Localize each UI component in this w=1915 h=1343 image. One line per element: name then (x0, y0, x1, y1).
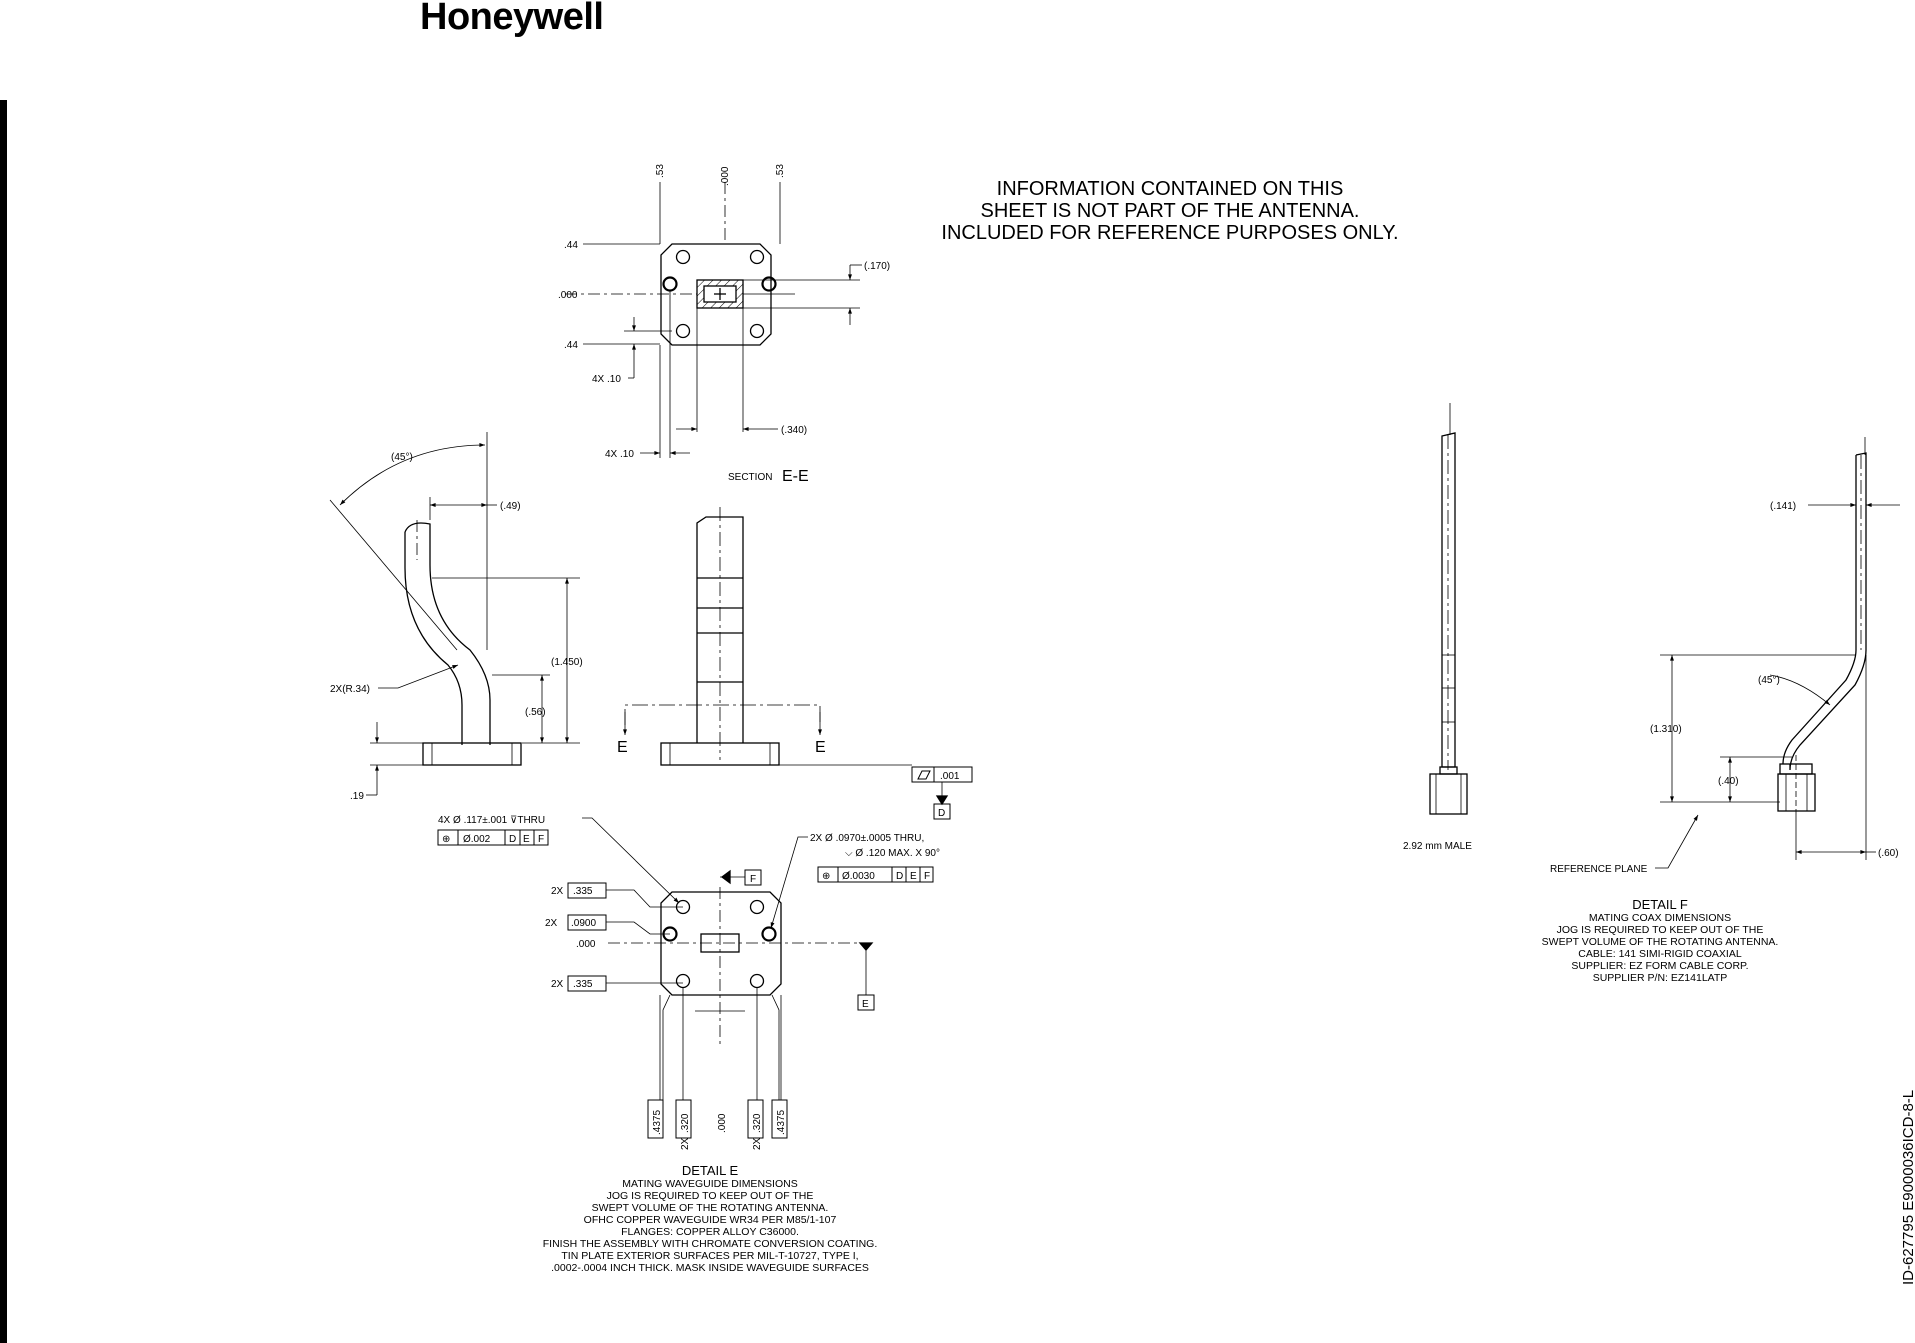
y-dim-value: .335 (573, 979, 593, 990)
x-dim-value: .320 (752, 1113, 763, 1133)
fcf-datum: F (924, 871, 930, 882)
flatness-value: .001 (940, 771, 960, 782)
notice-line: SHEET IS NOT PART OF THE ANTENNA. (980, 200, 1360, 222)
y-dim-mult: 2X (551, 979, 564, 990)
fcf-datum: E (523, 834, 530, 845)
coax-bent-view (1655, 437, 1900, 869)
detail-e-note: MATING WAVEGUIDE DIMENSIONS (622, 1178, 798, 1190)
dim-height-1450: (1.450) (551, 657, 583, 668)
connector-label: 2.92 mm MALE (1403, 841, 1472, 852)
dim-left-bottom: .44 (564, 340, 578, 351)
dim-dia-141: (.141) (1770, 501, 1796, 512)
section-label-big: E-E (782, 468, 809, 485)
y-dim-value: .335 (573, 886, 593, 897)
detail-f-title: DETAIL F (1632, 897, 1688, 912)
dim-offset-60: (.60) (1878, 848, 1899, 859)
section-ee-view (565, 182, 862, 458)
dim-angle-45: (45°) (391, 452, 413, 463)
datum-e: E (862, 999, 869, 1010)
detail-f-note: JOG IS REQUIRED TO KEEP OUT OF THE (1556, 924, 1764, 936)
detail-e-note: OFHC COPPER WAVEGUIDE WR34 PER M85/1-107 (583, 1214, 837, 1226)
x-dim-value: .4375 (652, 1110, 663, 1135)
dim-offset-49: (.49) (500, 501, 521, 512)
honeywell-logo: Honeywell (420, 0, 604, 38)
drawing-id: ID-627795 E9000036ICD-8-L (1900, 1089, 1915, 1285)
dim-hole-y: 4X .10 (592, 374, 621, 385)
detail-e-note: .0002-.0004 INCH THICK. MASK INSIDE WAVE… (551, 1262, 869, 1274)
detail-f-note: SUPPLIER P/N: EZ141LATP (1592, 972, 1728, 984)
y-dim-mult: 2X (545, 918, 558, 929)
dim-top-center: .000 (720, 166, 731, 186)
sheet-border (0, 100, 7, 1343)
detail-e-caption: DETAIL E MATING WAVEGUIDE DIMENSIONS JOG… (530, 1163, 890, 1274)
fcf-symbol: ⊕ (822, 871, 830, 882)
dim-340: (.340) (781, 425, 807, 436)
detail-e-note: TIN PLATE EXTERIOR SURFACES PER MIL-T-10… (561, 1250, 859, 1262)
y-dim-value: .0900 (571, 918, 596, 929)
detail-f-note: CABLE: 141 SIMI-RIGID COAXIAL (1578, 948, 1742, 960)
fcf-datum: F (538, 834, 544, 845)
dim-170: (.170) (864, 261, 890, 272)
detail-e-dimensions: 4X Ø .117±.001 ⊽THRU ⊕ Ø.002 D E F 2X Ø … (438, 815, 940, 1150)
dim-lower-56: (.56) (525, 707, 546, 718)
detail-f-caption: DETAIL F MATING COAX DIMENSIONS JOG IS R… (1520, 897, 1800, 984)
detail-e-note: SWEPT VOLUME OF THE ROTATING ANTENNA. (591, 1202, 829, 1214)
x-dim-mult: 2X (752, 1137, 763, 1150)
side-view-dimensions: (45°) (.49) (1.450) 2X(R.34) (.56) .19 (330, 452, 583, 802)
dim-lower-40: (.40) (1718, 776, 1739, 787)
dim-top-left: .53 (655, 164, 666, 178)
dim-left-top: .44 (564, 240, 578, 251)
reference-plane-label: REFERENCE PLANE (1550, 864, 1648, 875)
fcf-datum: D (896, 871, 903, 882)
detail-f-note: MATING COAX DIMENSIONS (1588, 912, 1732, 924)
fcf-tolerance: Ø.0030 (842, 871, 875, 882)
dim-height-1310: (1.310) (1650, 724, 1682, 735)
section-ee-dimensions: .53 .000 .53 .44 .000 .44 4X .10 4X .10 … (558, 164, 890, 485)
dim-top-right: .53 (775, 164, 786, 178)
cut-label-left: E (617, 739, 628, 756)
x-dim-value: .4375 (776, 1110, 787, 1135)
detail-e-note: FLANGES: COPPER ALLOY C36000. (621, 1226, 799, 1238)
detail-e-title: DETAIL E (681, 1163, 739, 1178)
fcf-symbol: ⊕ (442, 834, 450, 845)
detail-e-view (437, 817, 934, 1139)
x-dim-value: .000 (717, 1113, 728, 1133)
dim-angle-45: (45°) (1758, 675, 1780, 686)
waveguide-side-view (329, 432, 580, 796)
x-dim-mult: 2X (680, 1137, 691, 1150)
fcf-datum: E (910, 871, 917, 882)
detail-e-note: JOG IS REQUIRED TO KEEP OUT OF THE (606, 1190, 814, 1202)
fcf-tolerance: Ø.002 (463, 834, 491, 845)
y-dim-mult: 2X (551, 886, 564, 897)
fcf-datum: D (509, 834, 516, 845)
datum-d: D (938, 808, 945, 819)
section-label-small: SECTION (728, 472, 772, 483)
pin-callout-countersink: ⌵ Ø .120 MAX. X 90° (845, 848, 940, 859)
dim-hole-x: 4X .10 (605, 449, 634, 460)
pin-callout: 2X Ø .0970±.0005 THRU, (810, 833, 924, 844)
dim-flange-19: .19 (350, 791, 364, 802)
y-dim-value: .000 (576, 939, 596, 950)
detail-e-note: FINISH THE ASSEMBLY WITH CHROMATE CONVER… (542, 1238, 878, 1250)
cut-label-right: E (815, 739, 826, 756)
dim-left-center: .000 (558, 290, 578, 301)
waveguide-front-view (623, 507, 973, 820)
dim-radius: 2X(R.34) (330, 684, 370, 695)
hole-callout: 4X Ø .117±.001 ⊽THRU (438, 815, 545, 826)
x-dim-value: .320 (680, 1113, 691, 1133)
notice-line: INFORMATION CONTAINED ON THIS (996, 178, 1344, 200)
front-view-labels: E E .001 D (617, 739, 960, 819)
reference-notice: INFORMATION CONTAINED ON THIS SHEET IS N… (900, 178, 1440, 244)
coax-straight-view (1429, 403, 1468, 815)
notice-line: INCLUDED FOR REFERENCE PURPOSES ONLY. (941, 222, 1399, 244)
coax-bent-dimensions: (.141) (45°) (1.310) (.40) (.60) REFEREN… (1550, 501, 1899, 875)
detail-f-note: SWEPT VOLUME OF THE ROTATING ANTENNA. (1541, 936, 1779, 948)
detail-f-note: SUPPLIER: EZ FORM CABLE CORP. (1571, 960, 1749, 972)
datum-f: F (750, 874, 756, 885)
